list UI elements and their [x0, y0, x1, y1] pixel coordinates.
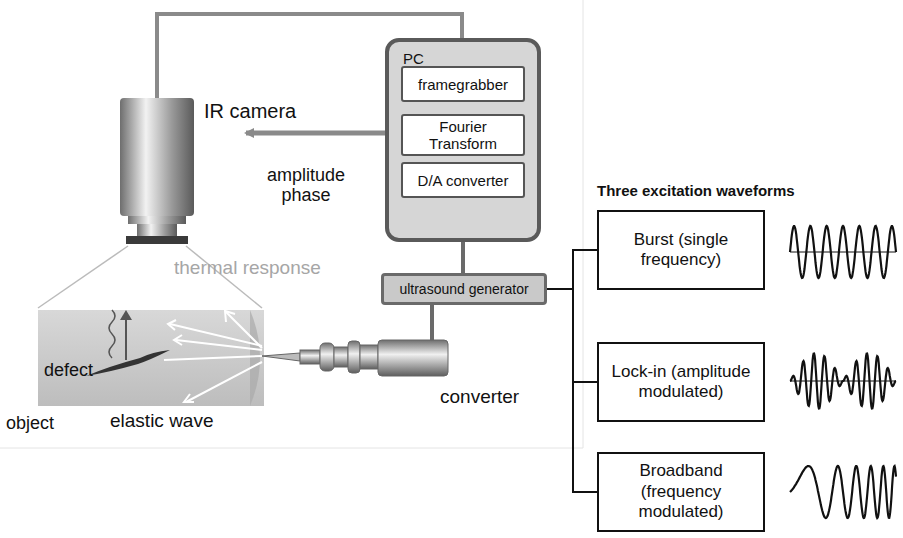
waveform-box: Lock-in (amplitude modulated) [597, 342, 765, 422]
node-text: PC [403, 50, 424, 67]
generator-box: ultrasound generator [381, 273, 547, 305]
node-text: Burst (single frequency) [607, 230, 755, 271]
view-line [38, 246, 128, 308]
heat-arrow [125, 314, 127, 360]
section-heading: Three excitation waveforms [597, 182, 795, 199]
module-box: framegrabber [401, 66, 525, 102]
view-label: thermal response [174, 257, 321, 279]
node-text: Lock-in (amplitude modulated) [607, 362, 755, 403]
panel-border [0, 448, 583, 449]
converter-label: converter [440, 386, 519, 408]
connector [547, 250, 597, 289]
camera-label: IR camera [204, 100, 296, 123]
wave-label: elastic wave [110, 410, 214, 432]
defect-crack [86, 350, 170, 376]
converter-horn [262, 340, 448, 376]
panel-border [583, 0, 584, 448]
heat-wave [109, 310, 115, 358]
cable [430, 305, 434, 342]
ir-camera [120, 98, 194, 244]
node-text: D/A converter [418, 172, 509, 189]
output-arrow [246, 131, 385, 136]
test-object [38, 310, 264, 406]
waveform-box: Broadband (frequency modulated) [597, 452, 765, 532]
defect-label: defect [44, 360, 93, 381]
module-box: D/A converter [401, 162, 525, 198]
connector [463, 242, 464, 273]
node-text: Broadband (frequency modulated) [607, 461, 755, 522]
node-text: framegrabber [418, 76, 508, 93]
elastic-wave-rays [164, 311, 262, 402]
computer-box: PC framegrabberFourier TransformD/A conve… [385, 38, 541, 242]
object-label: object [6, 413, 54, 434]
output-label: amplitude phase [258, 166, 354, 206]
waveform-box: Burst (single frequency) [597, 210, 765, 290]
node-text: Fourier Transform [407, 118, 519, 152]
module-box: Fourier Transform [401, 114, 525, 156]
connector [547, 289, 597, 492]
node-text: ultrasound generator [399, 281, 528, 297]
waveform-plots [790, 226, 896, 518]
